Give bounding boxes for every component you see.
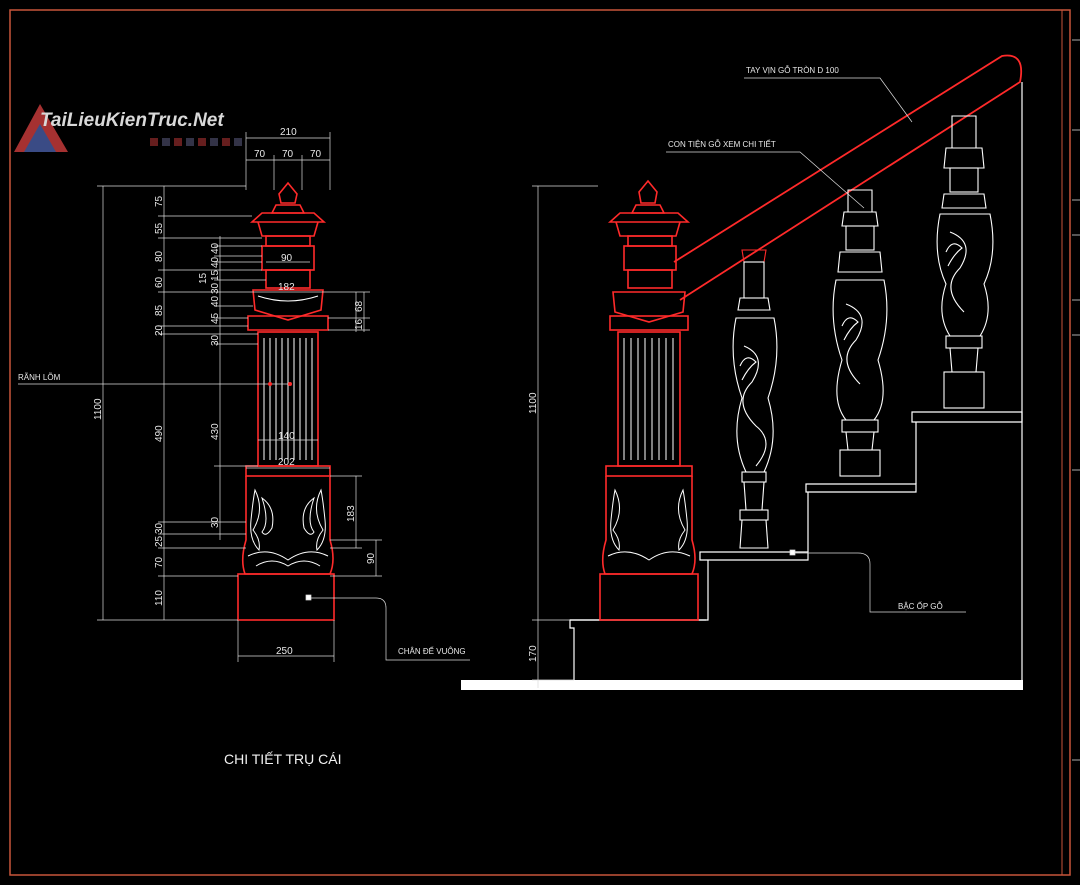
drawing-title: CHI TIẾT TRỤ CÁI <box>224 751 341 767</box>
baluster-1 <box>732 249 778 549</box>
logo-watermark: TaiLieuKienTruc.Net <box>14 104 242 152</box>
dim-top-total: 210 <box>280 127 297 138</box>
dim-20: 20 <box>154 324 165 336</box>
dim-30-d: 30 <box>210 516 221 528</box>
dim-step-170: 170 <box>528 645 539 662</box>
label-handrail: TAY VỊN GỖ TRÒN D 100 <box>746 66 839 75</box>
title-block-ticks <box>1072 39 1080 761</box>
stair-newel-ornament <box>607 338 691 561</box>
dim-w140: 140 <box>278 431 295 442</box>
dim-overall: 1100 <box>93 398 104 420</box>
dim-55: 55 <box>154 222 165 234</box>
baluster-2 <box>832 189 888 477</box>
stair-newel-post <box>599 179 699 621</box>
handrail-leader <box>744 77 913 123</box>
dim-80: 80 <box>154 250 165 262</box>
dim-110: 110 <box>154 590 165 606</box>
elevation-dimension-lines <box>532 185 598 688</box>
dim-183: 183 <box>346 505 357 522</box>
label-square-base: CHÂN ĐẾ VUÔNG <box>398 646 466 656</box>
base-leader <box>305 594 470 661</box>
dim-15-a: 15 <box>198 272 209 284</box>
dim-top-b: 70 <box>282 149 294 160</box>
dim-30-b: 30 <box>210 282 221 294</box>
dim-w202: 202 <box>278 457 295 468</box>
dim-w182: 182 <box>278 282 295 293</box>
dim-40-c: 40 <box>210 295 221 307</box>
dim-75: 75 <box>154 195 165 207</box>
dim-30a: 30 <box>154 522 165 534</box>
floor-slab <box>461 680 1023 690</box>
dim-top-c: 70 <box>310 149 322 160</box>
label-baluster: CON TIỆN GỖ XEM CHI TIẾT <box>668 139 776 149</box>
dim-16: 16 <box>354 318 365 330</box>
label-step-cover: BẬC ỐP GỖ <box>898 601 943 611</box>
dim-30-c: 30 <box>210 334 221 346</box>
dim-w90: 90 <box>281 253 293 264</box>
dim-45: 45 <box>210 312 221 324</box>
groove-leader <box>18 382 292 386</box>
newel-post-detail: 210 70 70 70 90 182 140 202 250 1100 75 … <box>18 127 470 767</box>
dim-60: 60 <box>154 276 165 288</box>
dim-70: 70 <box>154 556 165 568</box>
dim-elevation-height: 1100 <box>528 392 539 414</box>
dim-15-b: 15 <box>210 269 221 281</box>
dim-430: 430 <box>210 423 221 440</box>
logo-text: TaiLieuKienTruc.Net <box>40 110 224 131</box>
stair-elevation: TAY VỊN GỖ TRÒN D 100 CON TIỆN GỖ XEM CH… <box>461 54 1023 690</box>
dim-490: 490 <box>154 425 165 442</box>
handrail <box>673 54 1023 301</box>
newel-dimension-lines <box>97 132 382 662</box>
baluster-leader <box>666 151 865 209</box>
dim-68: 68 <box>354 300 365 312</box>
step-leader <box>789 549 966 613</box>
baluster-3 <box>936 115 994 409</box>
dim-25: 25 <box>154 535 165 547</box>
dim-40-top: 40 <box>210 242 221 254</box>
dim-w250: 250 <box>276 646 293 657</box>
dim-90: 90 <box>366 552 377 564</box>
dim-top-a: 70 <box>254 149 266 160</box>
dim-40-b: 40 <box>210 256 221 268</box>
label-groove: RÃNH LÕM <box>18 373 61 382</box>
dim-85: 85 <box>154 304 165 316</box>
